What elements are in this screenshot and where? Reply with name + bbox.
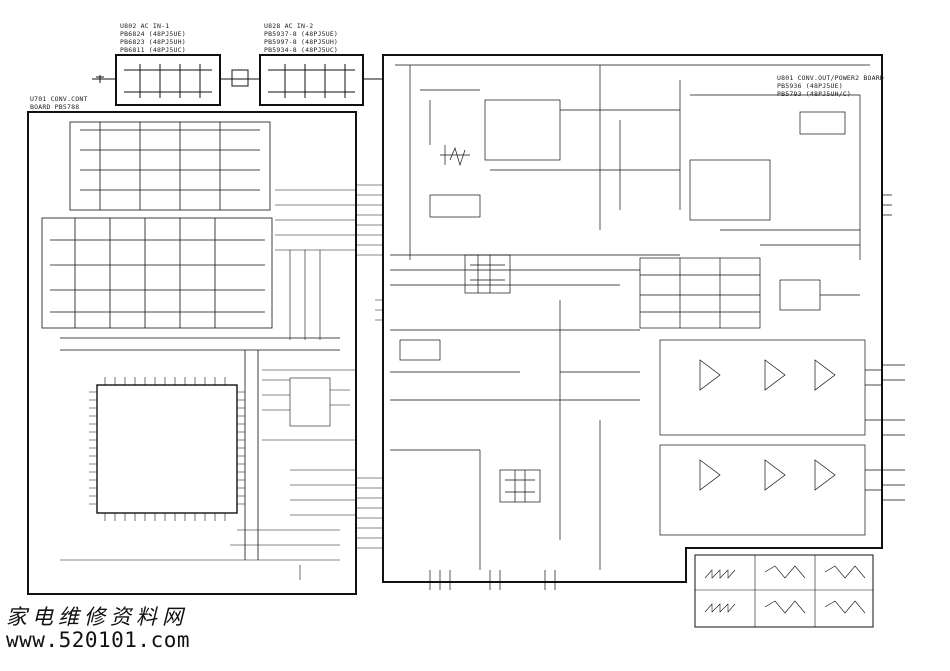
ac-in-2-label: U828 AC IN-2 PB5937-8 (48PJ5UE) PB5997-8… [264,22,338,54]
watermark-chinese: 家电维修资料网 [6,605,188,629]
conv-out-part-uhc: PB5793 (48PJ5UH/C) [777,90,852,98]
ac-in-2-part-uh: PB5997-8 (48PJ5UH) [264,38,339,46]
conv-out-board [382,54,883,583]
ac-in-2-part-uc: PB5934-8 (48PJ5UC) [264,46,339,54]
watermark-url: www.520101.com [6,628,191,652]
mcu-chip [96,384,238,514]
conv-cont-title: U701 CONV.CONT [30,95,88,103]
ac-in-1-title: U802 AC IN-1 [120,22,170,30]
conv-out-title: U801 CONV.OUT/POWER2 BOARD [777,74,884,82]
ac-in-2-title: U828 AC IN-2 [264,22,314,30]
ac-in-1-board [115,54,221,106]
ac-in-1-part-ue: PB6824 (48PJ5UE) [120,30,186,38]
ac-in-1-label: U802 AC IN-1 PB6824 (48PJ5UE) PB6823 (48… [120,22,186,54]
ac-in-2-part-ue: PB5937-8 (48PJ5UE) [264,30,339,38]
conv-cont-part: BOARD PB5788 [30,103,80,111]
ac-in-1-part-uc: PB6811 (48PJ5UC) [120,46,186,54]
ac-in-2-board [259,54,364,106]
conv-out-label: U801 CONV.OUT/POWER2 BOARD PB5936 (48PJ5… [777,74,884,98]
ac-in-1-part-uh: PB6823 (48PJ5UH) [120,38,186,46]
conv-cont-board [27,111,357,595]
conv-out-part-ue: PB5936 (48PJ5UE) [777,82,843,90]
conv-cont-label: U701 CONV.CONT BOARD PB5788 [30,95,88,111]
waveform-panel [694,554,874,628]
